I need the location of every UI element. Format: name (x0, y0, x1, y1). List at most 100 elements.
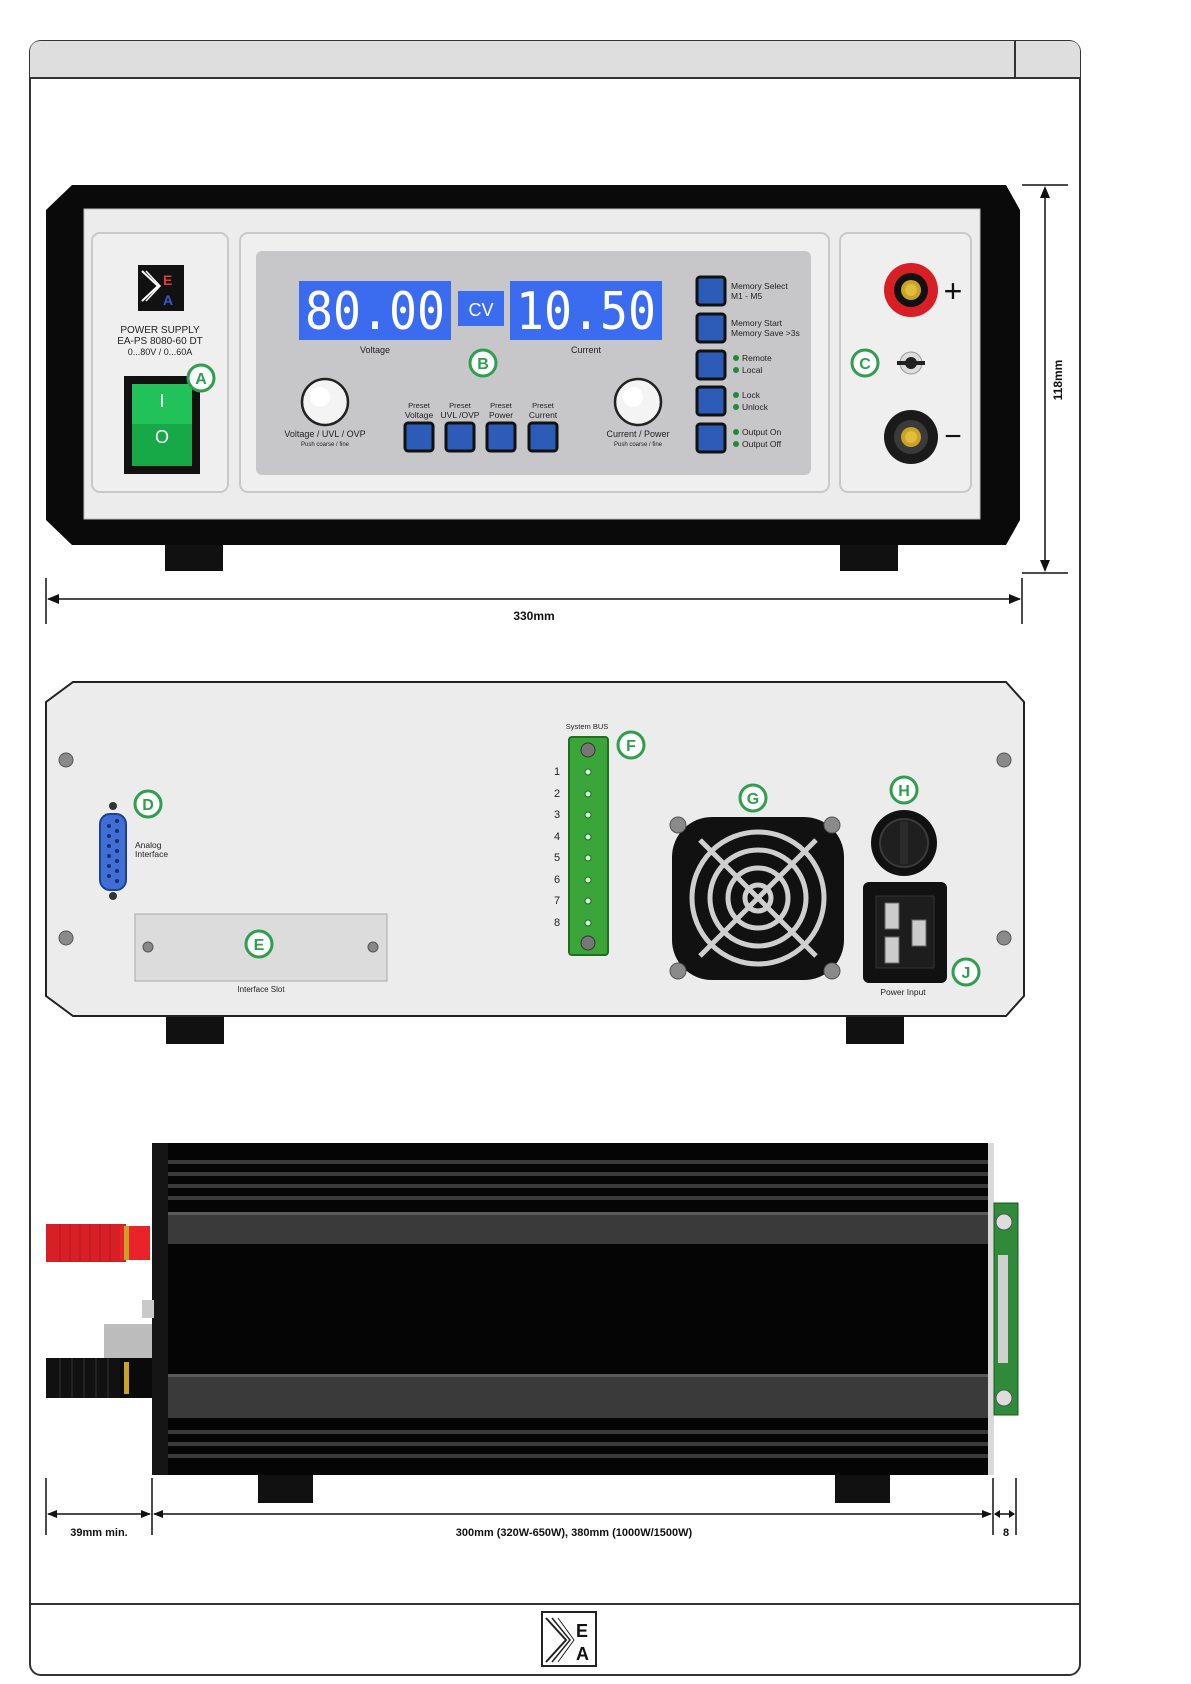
width-dimension-label: 330mm (513, 609, 554, 623)
front-model: EA-PS 8080-60 DT (117, 336, 203, 347)
svg-text:4: 4 (554, 831, 560, 843)
svg-text:D: D (142, 797, 154, 814)
current-knob[interactable] (613, 377, 663, 427)
preset-power-line2: Power (489, 410, 513, 420)
remote-led (733, 355, 739, 361)
power-switch[interactable]: I O (124, 376, 200, 474)
callout-j: J (951, 957, 981, 987)
lcd-mode-value: CV (468, 300, 493, 320)
svg-text:8: 8 (554, 917, 560, 929)
voltage-label: Voltage (360, 345, 390, 355)
rear-screws (58, 752, 1012, 946)
system-bus-label: System BUS (566, 722, 609, 731)
height-dimension-label: 118mm (1051, 360, 1065, 401)
svg-text:B: B (477, 356, 489, 373)
rear-view: Analog Interface D E Interface Slot Syst… (45, 681, 1025, 1044)
voltage-knob[interactable] (300, 377, 350, 427)
output-button[interactable] (695, 422, 727, 454)
lock-label: Lock (742, 390, 761, 400)
remote-local-button[interactable] (695, 349, 727, 381)
power-inlet[interactable] (863, 882, 947, 983)
current-knob-label: Current / Power (606, 429, 669, 439)
power-input-label: Power Input (880, 987, 926, 997)
dimension-rear-protrusion: 8 (1003, 1527, 1009, 1539)
svg-text:E: E (254, 937, 265, 954)
preset-current-line2: Current (529, 410, 558, 420)
side-positive-terminal (46, 1224, 150, 1262)
analog-interface-connector[interactable] (99, 802, 127, 900)
preset-current-button[interactable] (527, 421, 559, 453)
footer-logo-e: E (576, 1621, 588, 1641)
preset-voltage-line1: Preset (408, 401, 431, 410)
dimension-depth: 300mm (320W-650W), 380mm (1000W/1500W) (456, 1527, 693, 1539)
callout-h: H (889, 775, 919, 805)
callout-g: G (738, 783, 768, 813)
side-fin-highlights (168, 1212, 993, 1377)
preset-uvl-line1: Preset (449, 401, 472, 410)
callout-b: B (468, 348, 498, 378)
svg-text:7: 7 (554, 895, 560, 907)
preset-current-line1: Preset (532, 401, 555, 410)
rear-foot-left (166, 1012, 224, 1044)
preset-uvl-button[interactable] (444, 421, 476, 453)
preset-power-button[interactable] (485, 421, 517, 453)
side-system-bus-board (993, 1202, 1019, 1416)
system-bus-connector[interactable] (568, 736, 609, 956)
negative-terminal[interactable] (884, 410, 938, 464)
switch-off-symbol: O (155, 427, 169, 447)
ground-terminal[interactable] (897, 351, 925, 375)
preset-uvl-line2: UVL /OVP (441, 410, 480, 420)
remote-label: Remote (742, 353, 772, 363)
header-band (30, 41, 1080, 79)
side-front-edge (152, 1143, 168, 1475)
unlock-label: Unlock (742, 402, 769, 412)
callout-d: D (133, 789, 163, 819)
svg-text:A: A (163, 292, 173, 308)
svg-text:H: H (898, 783, 910, 800)
local-label: Local (742, 365, 762, 375)
side-housing (152, 1143, 993, 1475)
preset-power-line1: Preset (490, 401, 513, 410)
svg-text:G: G (747, 791, 759, 808)
side-negative-terminal (46, 1300, 154, 1398)
side-foot-right (835, 1473, 890, 1503)
switch-on-symbol: I (159, 391, 164, 411)
positive-terminal[interactable] (884, 263, 938, 317)
preset-buttons: Preset Voltage Preset UVL /OVP Preset Po… (403, 401, 559, 453)
svg-text:F: F (626, 738, 636, 755)
side-dimensions (45, 1478, 1017, 1535)
memory-select-button[interactable] (695, 275, 727, 307)
voltage-knob-label: Voltage / UVL / OVP (284, 429, 365, 439)
header-divider (1014, 41, 1016, 77)
svg-text:6: 6 (554, 874, 560, 886)
current-label: Current (571, 345, 602, 355)
interface-slot-label: Interface Slot (237, 985, 285, 994)
callout-e: E (244, 929, 274, 959)
preset-voltage-line2: Voltage (405, 410, 434, 420)
svg-text:1: 1 (554, 766, 560, 778)
rear-foot-right (846, 1012, 904, 1044)
memory-start-line2: Memory Save >3s (731, 328, 800, 338)
local-led (733, 367, 739, 373)
minus-symbol: − (944, 420, 962, 453)
lock-unlock-button[interactable] (695, 385, 727, 417)
footer-divider (30, 1603, 1080, 1605)
front-range: 0...80V / 0...60A (128, 347, 193, 357)
footer-logo: E A (541, 1611, 597, 1667)
lcd-current-display (510, 281, 662, 340)
interface-slot-screw-right (367, 941, 379, 953)
preset-voltage-button[interactable] (403, 421, 435, 453)
front-label: POWER SUPPLY (120, 325, 200, 336)
side-foot-left (258, 1473, 313, 1503)
analog-label-2: Interface (135, 849, 168, 859)
svg-text:3: 3 (554, 809, 560, 821)
side-buttons: Memory Select M1 - M5 Memory Start Memor… (695, 275, 800, 454)
fuse-holder[interactable] (871, 810, 937, 876)
output-on-led (733, 429, 739, 435)
memory-start-button[interactable] (695, 312, 727, 344)
current-knob-sublabel: Push coarse / fine (614, 442, 663, 448)
fan-grille (669, 816, 844, 980)
unlock-led (733, 404, 739, 410)
svg-text:5: 5 (554, 852, 560, 864)
lcd-mode-display (458, 291, 504, 326)
